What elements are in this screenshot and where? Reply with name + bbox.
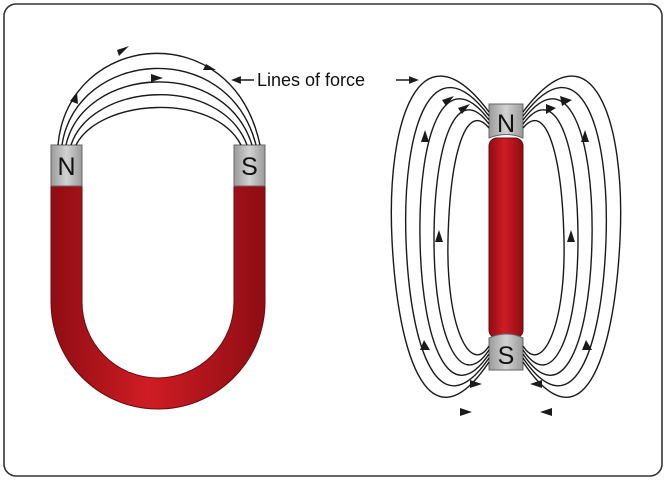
field-arrow	[420, 340, 430, 350]
lines-of-force-label-group: Lines of force	[231, 70, 419, 90]
bar-field-line	[419, 98, 490, 376]
bar-right-field-lines	[522, 75, 622, 398]
field-arrow	[470, 380, 482, 388]
lines-of-force-label: Lines of force	[257, 70, 365, 90]
bar-field-line	[522, 109, 579, 366]
bar-south-label: S	[498, 342, 515, 370]
bar-field-arrows	[420, 96, 592, 416]
horseshoe-field-line	[57, 52, 261, 146]
bar-magnet-body	[488, 137, 524, 339]
bar-field-line	[447, 120, 490, 356]
bar-field-line	[522, 86, 608, 387]
field-arrow	[117, 46, 129, 56]
horseshoe-south-label: S	[241, 153, 258, 181]
bar-south-pole	[488, 333, 524, 371]
horseshoe-field-line	[65, 81, 253, 146]
field-arrow	[546, 104, 556, 114]
field-arrow	[442, 96, 454, 106]
bar-field-line	[522, 120, 565, 356]
horseshoe-south-pole	[233, 144, 266, 187]
bar-north-pole	[488, 103, 524, 139]
bar-north-label: N	[497, 110, 515, 138]
bar-field-line	[522, 98, 593, 376]
horseshoe-magnet-body	[50, 185, 266, 410]
horseshoe-field-lines	[57, 46, 261, 146]
field-arrow	[70, 92, 78, 104]
field-arrow	[151, 74, 163, 82]
field-arrow	[567, 230, 575, 242]
horseshoe-field-line	[61, 67, 257, 146]
field-arrow	[435, 230, 443, 242]
field-arrow	[460, 408, 472, 416]
field-arrow	[203, 64, 216, 70]
bar-field-line	[522, 75, 622, 398]
field-arrow	[582, 340, 592, 350]
field-arrow	[530, 380, 542, 388]
bar-magnet: N S	[488, 103, 524, 371]
horseshoe-north-label: N	[57, 153, 75, 181]
field-arrow	[540, 408, 552, 416]
horseshoe-magnet: N S	[50, 144, 266, 410]
bar-field-line	[390, 75, 490, 398]
bar-field-line	[404, 86, 490, 387]
field-arrow	[421, 130, 429, 142]
field-arrow	[581, 130, 589, 142]
field-arrow	[560, 96, 572, 106]
horseshoe-field-line	[70, 94, 248, 146]
bar-left-field-lines	[390, 75, 490, 398]
field-arrow	[458, 104, 470, 114]
horseshoe-field-line	[75, 106, 242, 146]
